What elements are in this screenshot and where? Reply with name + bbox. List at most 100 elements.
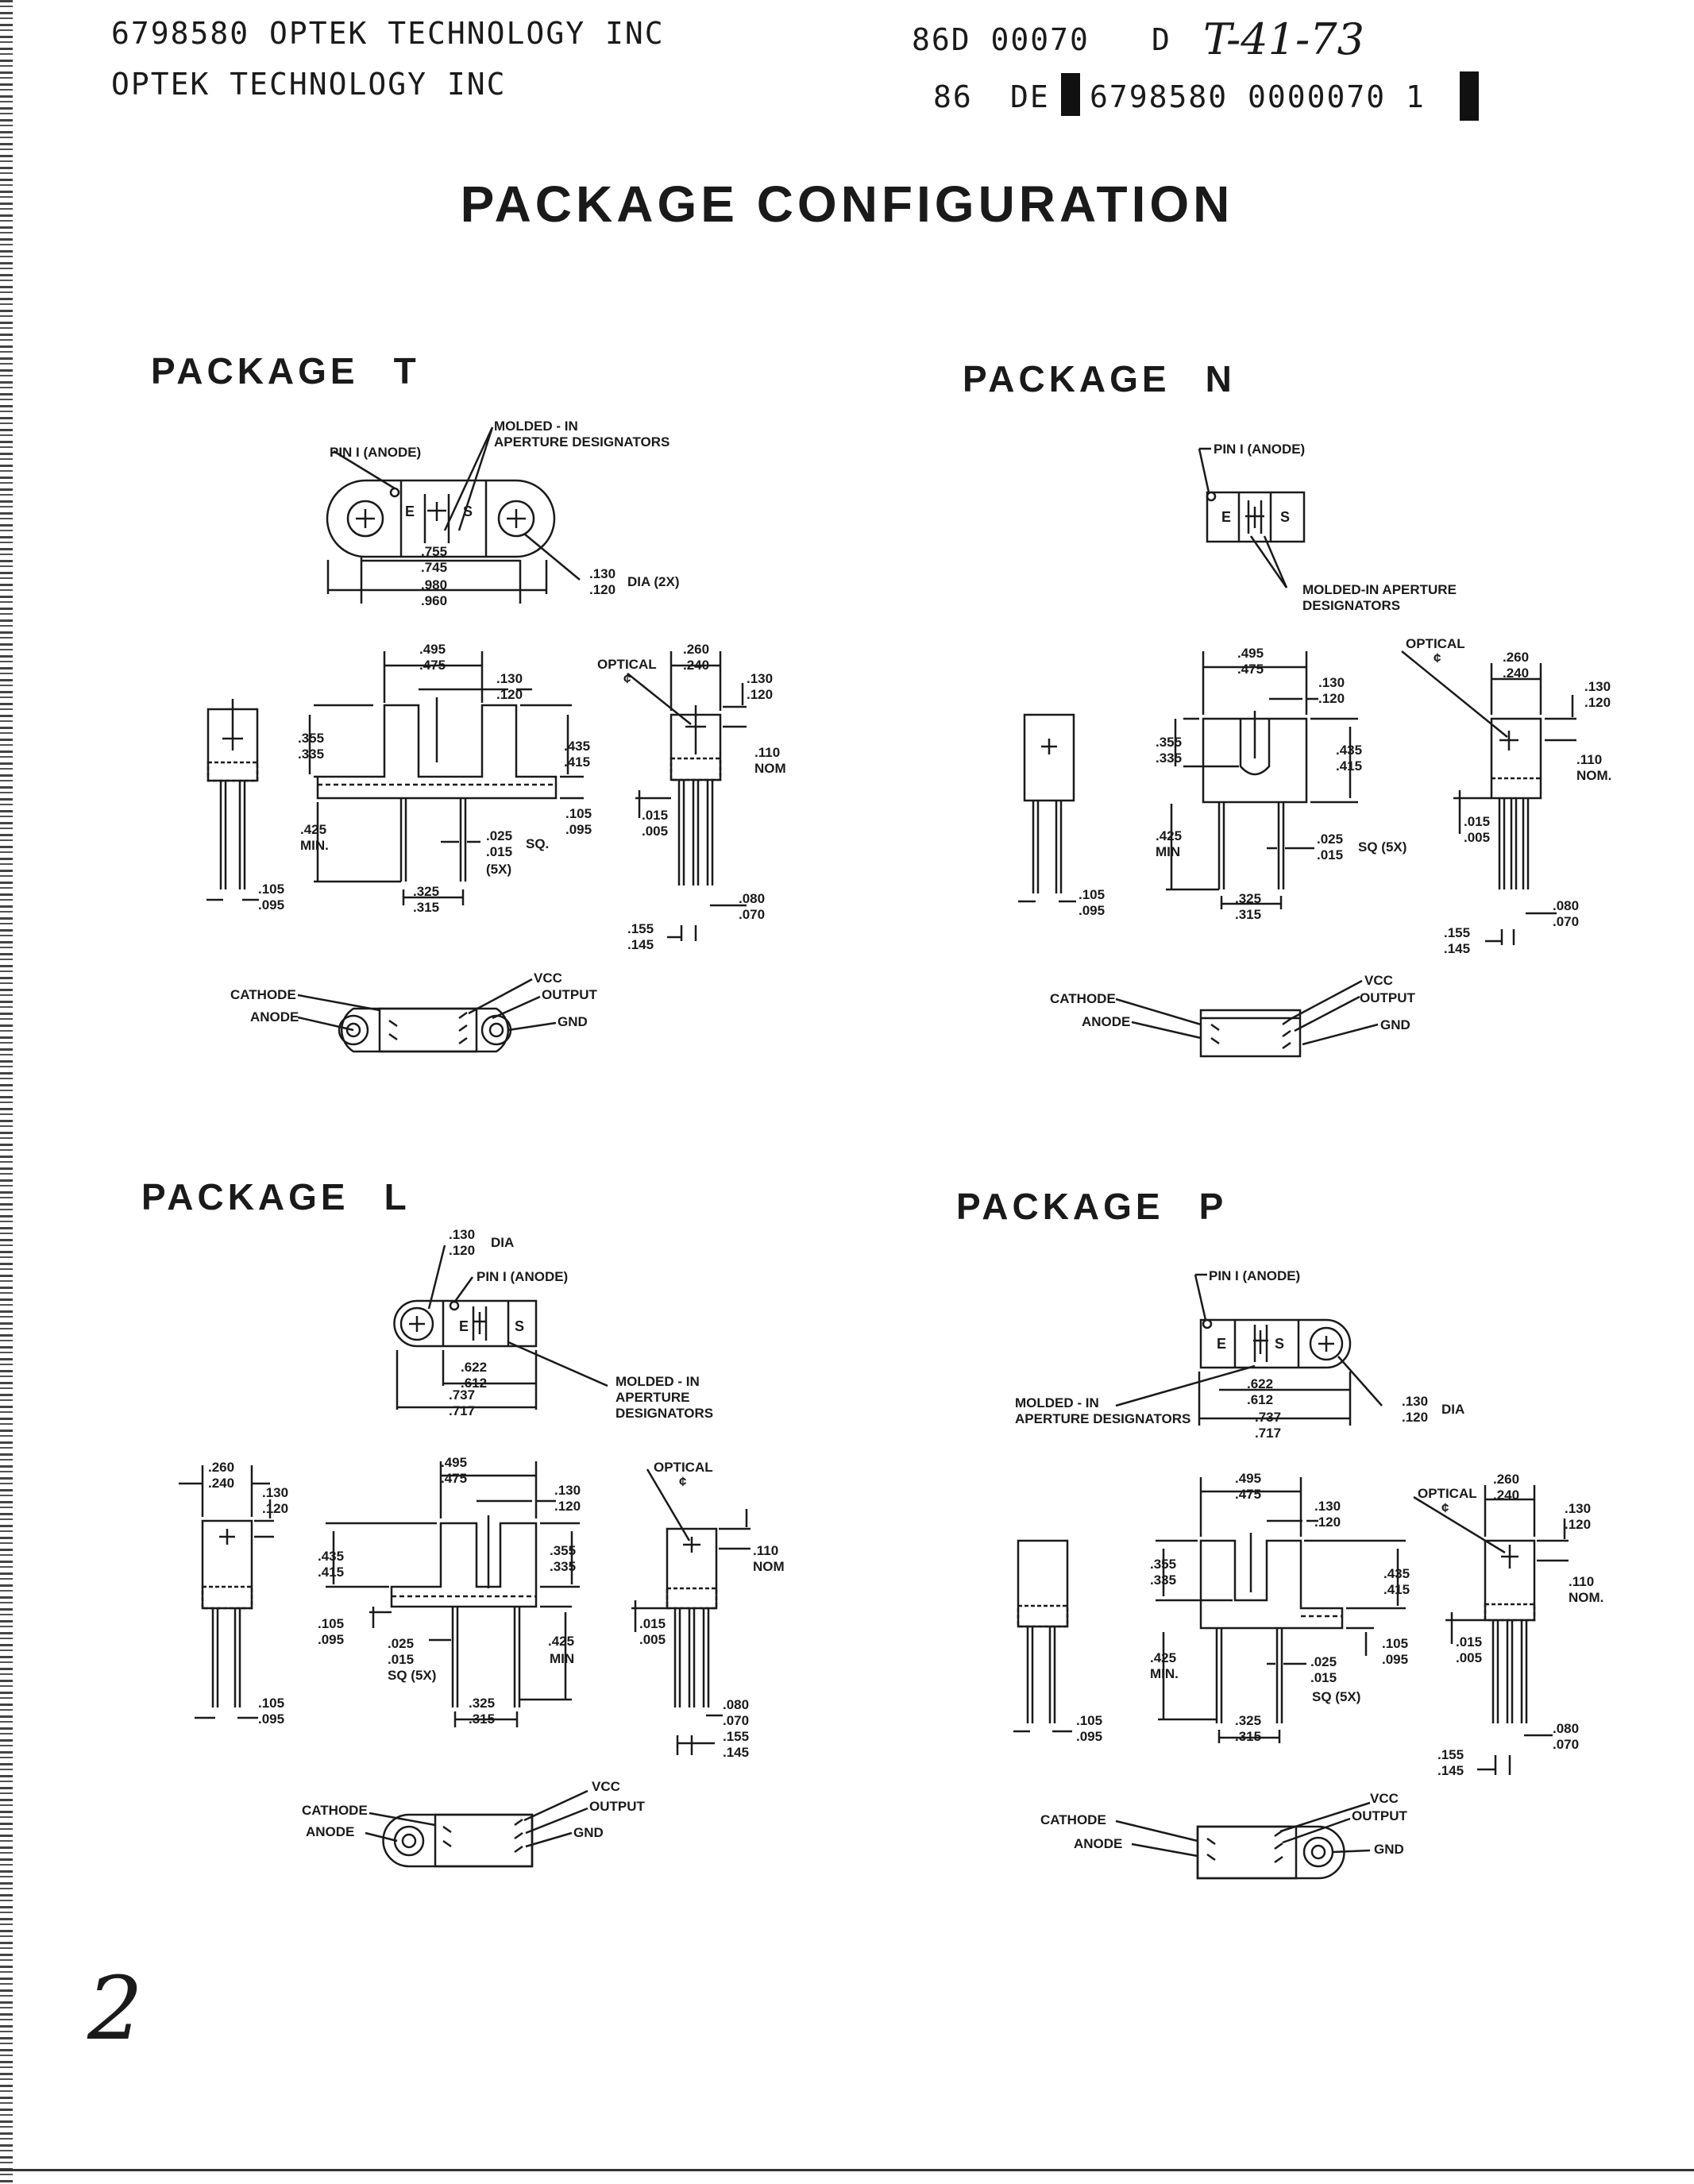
n-dim-005: .005 [1464, 830, 1490, 845]
header-de: DE [1010, 79, 1050, 114]
t-output: OUTPUT [542, 987, 598, 1002]
l-dim-015-end: .015 [639, 1616, 666, 1631]
t-dim-120-dia: .120 [589, 582, 615, 597]
n-cathode: CATHODE [1050, 991, 1116, 1006]
p-dim-130: .130 [1314, 1499, 1341, 1514]
l-dim-105-front: .105 [318, 1616, 344, 1631]
t-sq: SQ. [526, 836, 549, 851]
t-dim-260: .260 [683, 642, 709, 657]
n-dim-105: .105 [1079, 887, 1105, 902]
p-dim-095-side: .095 [1076, 1729, 1102, 1744]
t-dim-130-end: .130 [747, 671, 773, 686]
package-p-end-view [1413, 1485, 1569, 1775]
l-dim-155: .155 [723, 1729, 749, 1744]
l-dim-130-front: .130 [554, 1483, 581, 1498]
scan-edge-bottom [0, 2169, 1694, 2171]
l-nom: NOM [753, 1559, 785, 1574]
t-dim-960: .960 [421, 593, 447, 608]
package-l-top-view [393, 1244, 608, 1410]
l-cathode: CATHODE [302, 1803, 368, 1818]
t-dim-325: .325 [413, 884, 439, 899]
t-dim-435: .435 [564, 739, 590, 754]
l-dim-612: .612 [461, 1376, 487, 1391]
p-min: MIN. [1150, 1666, 1179, 1681]
l-dim-120: .120 [449, 1243, 475, 1258]
l-e-letter: E [459, 1318, 469, 1334]
p-dim-130-end: .130 [1565, 1501, 1591, 1516]
l-pin1-label: PIN I (ANODE) [477, 1269, 568, 1284]
n-dim-080: .080 [1553, 898, 1579, 913]
t-dim-475: .475 [419, 658, 446, 673]
n-cl: ¢ [1434, 650, 1441, 666]
t-gnd: GND [558, 1014, 588, 1029]
p-dim-335: .335 [1150, 1572, 1176, 1588]
t-dim-015-end: .015 [642, 808, 668, 823]
t-dim-745: .745 [421, 560, 447, 575]
l-dim-005: .005 [639, 1632, 666, 1647]
package-n-front-view [1166, 651, 1358, 909]
l-dim-130-side: .130 [262, 1485, 288, 1500]
l-output: OUTPUT [589, 1799, 646, 1814]
package-n-end-view [1401, 650, 1576, 945]
n-dim-325: .325 [1235, 891, 1261, 906]
t-dim-120-end: .120 [747, 687, 773, 702]
package-p-side-view [1013, 1539, 1072, 1733]
t-dim-130: .130 [496, 671, 523, 686]
l-optical: OPTICAL [654, 1460, 713, 1475]
n-dim-315: .315 [1235, 907, 1261, 922]
n-dim-110: .110 [1576, 752, 1602, 767]
header-serial: 6798580 0000070 1 [1090, 79, 1426, 114]
p-dim-737: .737 [1255, 1410, 1281, 1425]
p-sq-5x: SQ (5X) [1312, 1689, 1360, 1704]
t-dim-105-side: .105 [258, 882, 284, 897]
header-company-line1: 6798580 OPTEK TECHNOLOGY INC [111, 16, 665, 51]
n-anode: ANODE [1082, 1014, 1130, 1029]
n-dim-260: .260 [1503, 650, 1529, 665]
p-dim-025: .025 [1310, 1654, 1337, 1669]
p-dim-015-end: .015 [1456, 1634, 1482, 1650]
t-dim-005: .005 [642, 824, 668, 839]
l-dia: DIA [491, 1235, 514, 1250]
l-dim-070: .070 [723, 1713, 749, 1728]
l-dim-095-side: .095 [258, 1711, 284, 1727]
page-number: 2 [87, 1958, 143, 2059]
p-dim-260: .260 [1493, 1472, 1519, 1487]
n-dim-335: .335 [1156, 751, 1182, 766]
l-designators: DESIGNATORS [615, 1406, 713, 1421]
t-molded-label: MOLDED - IN [494, 419, 578, 434]
p-dim-155: .155 [1437, 1747, 1464, 1762]
t-dim-315: .315 [413, 900, 439, 915]
header-code-line2: 86 [933, 79, 973, 114]
package-p-top-view [1115, 1273, 1383, 1426]
scan-edge-left [0, 0, 13, 2184]
package-t-end-view [627, 651, 747, 941]
p-e-letter: E [1217, 1336, 1226, 1352]
p-s-letter: S [1275, 1336, 1284, 1352]
l-dim-110: .110 [753, 1543, 778, 1558]
t-min: MIN. [300, 838, 329, 853]
l-dim-325: .325 [469, 1696, 495, 1711]
t-dim-495: .495 [419, 642, 446, 657]
t-dim-110: .110 [754, 745, 780, 760]
t-cl: ¢ [623, 671, 631, 686]
t-dim-070: .070 [739, 907, 765, 922]
header-block-mark-end [1460, 71, 1479, 121]
p-dim-120: .120 [1314, 1515, 1341, 1530]
t-nom: NOM [754, 761, 786, 776]
t-dim-025: .025 [486, 828, 512, 843]
t-dim-015: .015 [486, 844, 512, 859]
n-dim-415: .415 [1336, 758, 1362, 774]
t-pin1-label: PIN I (ANODE) [330, 445, 421, 460]
n-dim-425: .425 [1156, 828, 1182, 843]
l-dim-495: .495 [441, 1455, 467, 1470]
l-dim-335: .335 [550, 1559, 576, 1574]
p-dim-105-side: .105 [1076, 1713, 1102, 1728]
package-p-front-view [1156, 1477, 1406, 1743]
l-dim-025: .025 [388, 1636, 414, 1651]
p-nom: NOM. [1569, 1590, 1603, 1605]
l-molded-label: MOLDED - IN [615, 1374, 700, 1389]
n-dim-120-end: .120 [1584, 695, 1611, 710]
